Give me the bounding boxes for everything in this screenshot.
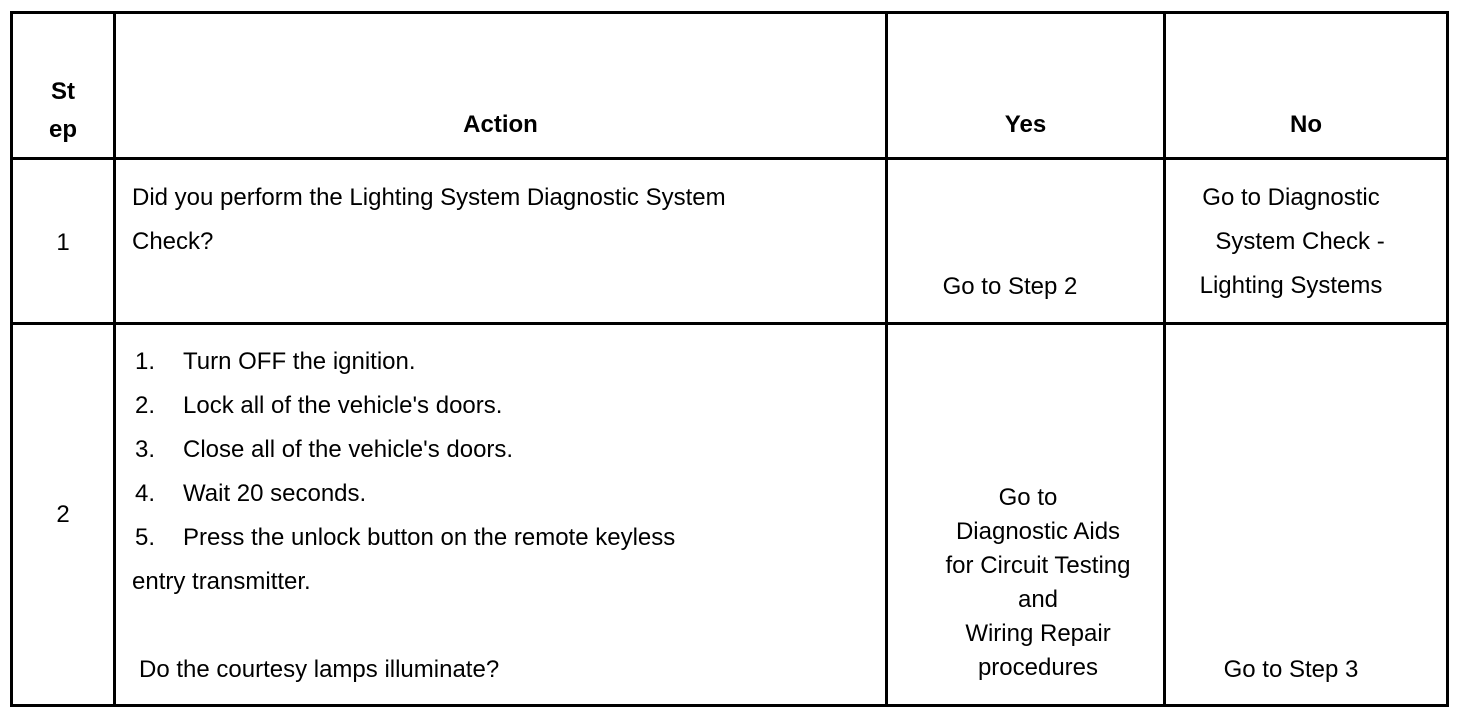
row2-no: Go to Step 3 [1223,656,1359,683]
grid-line [10,11,13,707]
header-step: St ep [13,73,113,149]
row1-action: Did you perform the Lighting System Diag… [132,176,726,264]
grid-line [1163,11,1166,707]
header-no: No [1290,111,1322,138]
row2-yes-line: procedures [977,654,1099,681]
list-item: 2. Lock all of the vehicle's doors. [132,384,675,428]
row2-action: 1. Turn OFF the ignition. 2. Lock all of t… [132,340,675,604]
row2-yes-line: Go to [998,484,1058,511]
list-item-text: Lock all of the vehicle's doors. [183,392,503,419]
row1-step: 1 [56,229,70,256]
header-step-line2: ep [48,116,77,143]
header-step-line1: St [51,78,75,105]
row1-no-line: Lighting Systems [1199,272,1383,299]
list-item: 4. Wait 20 seconds. [132,472,675,516]
row2-yes: Go to Diagnostic Aids for Circuit Testin… [888,481,1188,685]
list-item-text: Wait 20 seconds. [183,480,367,507]
row2-question: Do the courtesy lamps illuminate? [139,656,500,683]
header-yes: Yes [1004,111,1047,138]
row1-yes: Go to Step 2 [942,273,1078,300]
grid-line [10,11,1449,14]
row1-no-line: Go to Diagnostic [1202,184,1380,211]
diagnostic-table: St ep Action Yes No 1 Did you perform th… [10,11,1449,707]
row2-action-continuation: entry transmitter. [132,568,311,595]
row1-action-line: Check? [132,228,214,255]
grid-line [113,11,116,707]
list-item: 3. Close all of the vehicle's doors. [132,428,675,472]
row1-no-line: System Check - [1215,228,1385,255]
list-item-number: 4. [135,480,156,507]
grid-line [10,157,1449,160]
list-item-text: Press the unlock button on the remote ke… [183,524,676,551]
grid-line [1446,11,1449,707]
row1-action-line: Did you perform the Lighting System Diag… [132,184,726,211]
row2-yes-line: for Circuit Testing [945,552,1131,579]
list-item-number: 3. [135,436,156,463]
grid-line [885,11,888,707]
list-item-number: 2. [135,392,156,419]
row1-no: Go to Diagnostic System Check - Lighting… [1166,176,1416,308]
list-item: 1. Turn OFF the ignition. [132,340,675,384]
list-item-text: Turn OFF the ignition. [183,348,416,375]
row2-yes-line: Wiring Repair [965,620,1111,647]
list-item-number: 1. [135,348,156,375]
row2-yes-line: Diagnostic Aids [955,518,1121,545]
header-action: Action [463,111,538,138]
row2-step: 2 [56,501,70,528]
row2-yes-line: and [1017,586,1059,613]
list-item-number: 5. [135,524,156,551]
grid-line [10,704,1449,707]
list-item: 5. Press the unlock button on the remote … [132,516,675,560]
list-item-text: Close all of the vehicle's doors. [183,436,514,463]
grid-line [10,322,1449,325]
